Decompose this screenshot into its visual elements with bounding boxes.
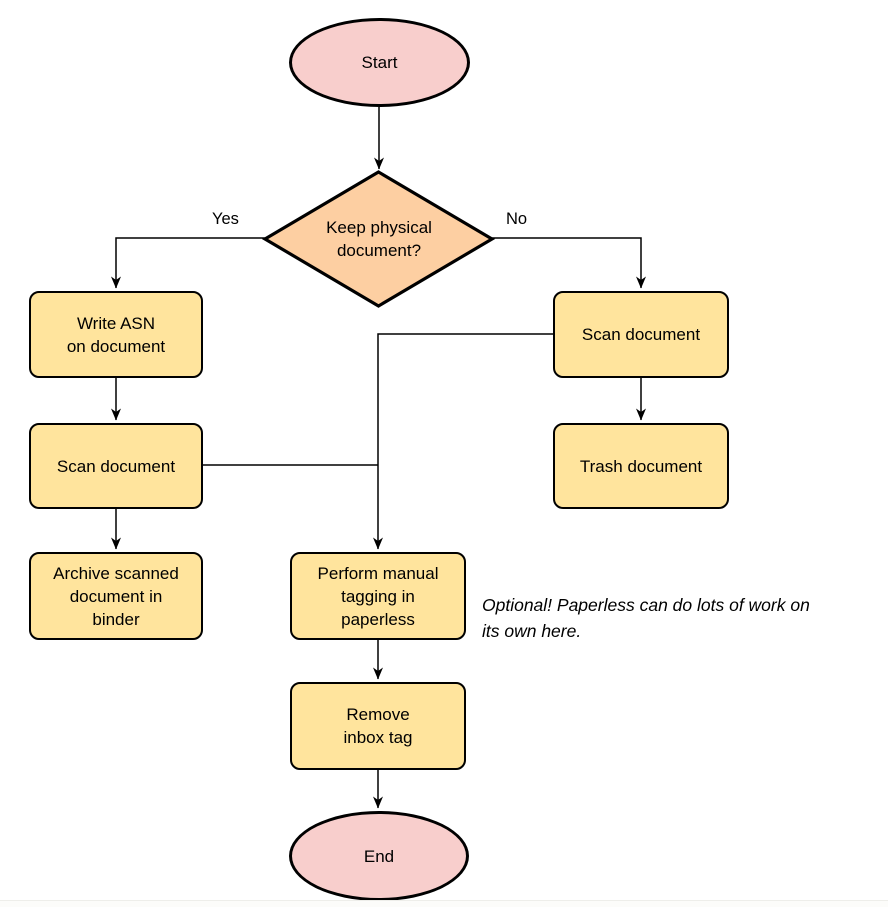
remove-inbox-tag-node: Remove inbox tag	[290, 682, 466, 770]
trash-document-node: Trash document	[553, 423, 729, 509]
end-node: End	[289, 811, 469, 901]
manual-tagging-node: Perform manual tagging in paperless	[290, 552, 466, 640]
optional-paperless-annotation: Optional! Paperless can do lots of work …	[482, 595, 810, 641]
write-asn-on-document-node: Write ASN on document	[29, 291, 203, 378]
edge-label-yes: Yes	[212, 210, 239, 228]
page-bottom-edge	[0, 900, 888, 901]
page-bottom-margin	[0, 901, 888, 907]
edge-decision-no-to-scan-right	[492, 237, 646, 289]
decision-keep-physical-document-label: Keep physical document?	[326, 218, 432, 260]
start-node: Start	[289, 18, 470, 107]
edge-scan-right-to-tagging	[373, 333, 553, 550]
scan-document-left-node: Scan document	[29, 423, 203, 509]
decision-diamond-shape	[261, 170, 496, 308]
archive-scanned-document-node: Archive scanned document in binder	[29, 552, 203, 640]
scan-document-right-node: Scan document	[553, 291, 729, 378]
edge-label-no: No	[506, 210, 528, 228]
edge-decision-yes-to-write-asn	[111, 237, 265, 289]
